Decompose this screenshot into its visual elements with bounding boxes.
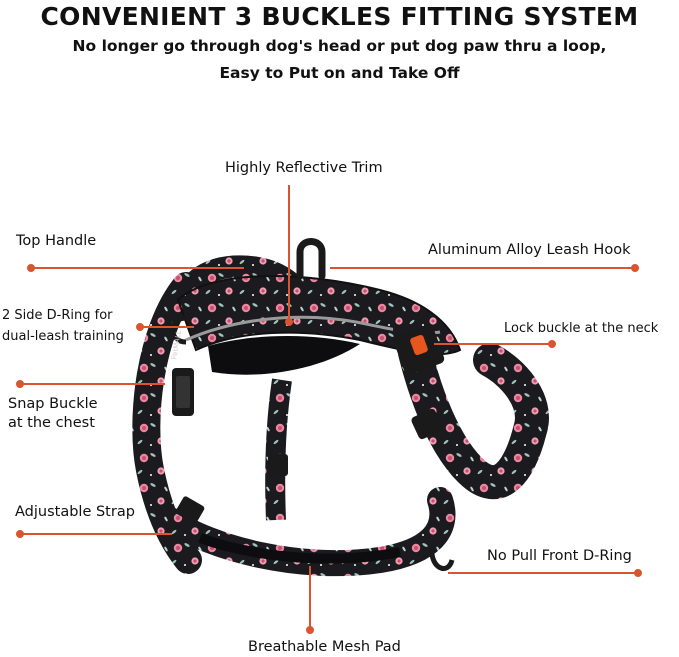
leash-hook-icon [296,238,326,280]
label-front-dring: No Pull Front D-Ring [487,548,632,564]
center-strap [265,378,292,521]
subtitle-line-1: No longer go through dog's head or put d… [72,37,607,55]
label-mesh-pad: Breathable Mesh Pad [248,639,401,655]
right-chest-strap [393,313,549,500]
label-side-dring-1: 2 Side D-Ring for [2,308,113,323]
label-snap-buckle-2: at the chest [8,415,95,431]
label-top-handle: Top Handle [16,233,97,249]
label-adjustable-strap: Adjustable Strap [15,504,135,520]
label-lock-buckle: Lock buckle at the neck [504,321,659,336]
label-snap-buckle-1: Snap Buckle [8,396,98,412]
callout-lines [16,185,642,634]
inner-padding [208,335,360,375]
side-dring-icon [170,315,187,345]
back-panel [176,275,462,356]
label-reflective-trim: Highly Reflective Trim [225,160,383,176]
page-title: CONVENIENT 3 BUCKLES FITTING SYSTEM [40,2,639,31]
adjuster-slide-icon [268,454,288,476]
subtitle-line-2: Easy to Put on and Take Off [219,64,460,82]
mesh-pad [198,533,401,564]
front-dring-icon [429,547,455,571]
label-side-dring-2: dual-leash training [2,329,124,344]
label-leash-hook: Aluminum Alloy Leash Hook [428,242,631,258]
